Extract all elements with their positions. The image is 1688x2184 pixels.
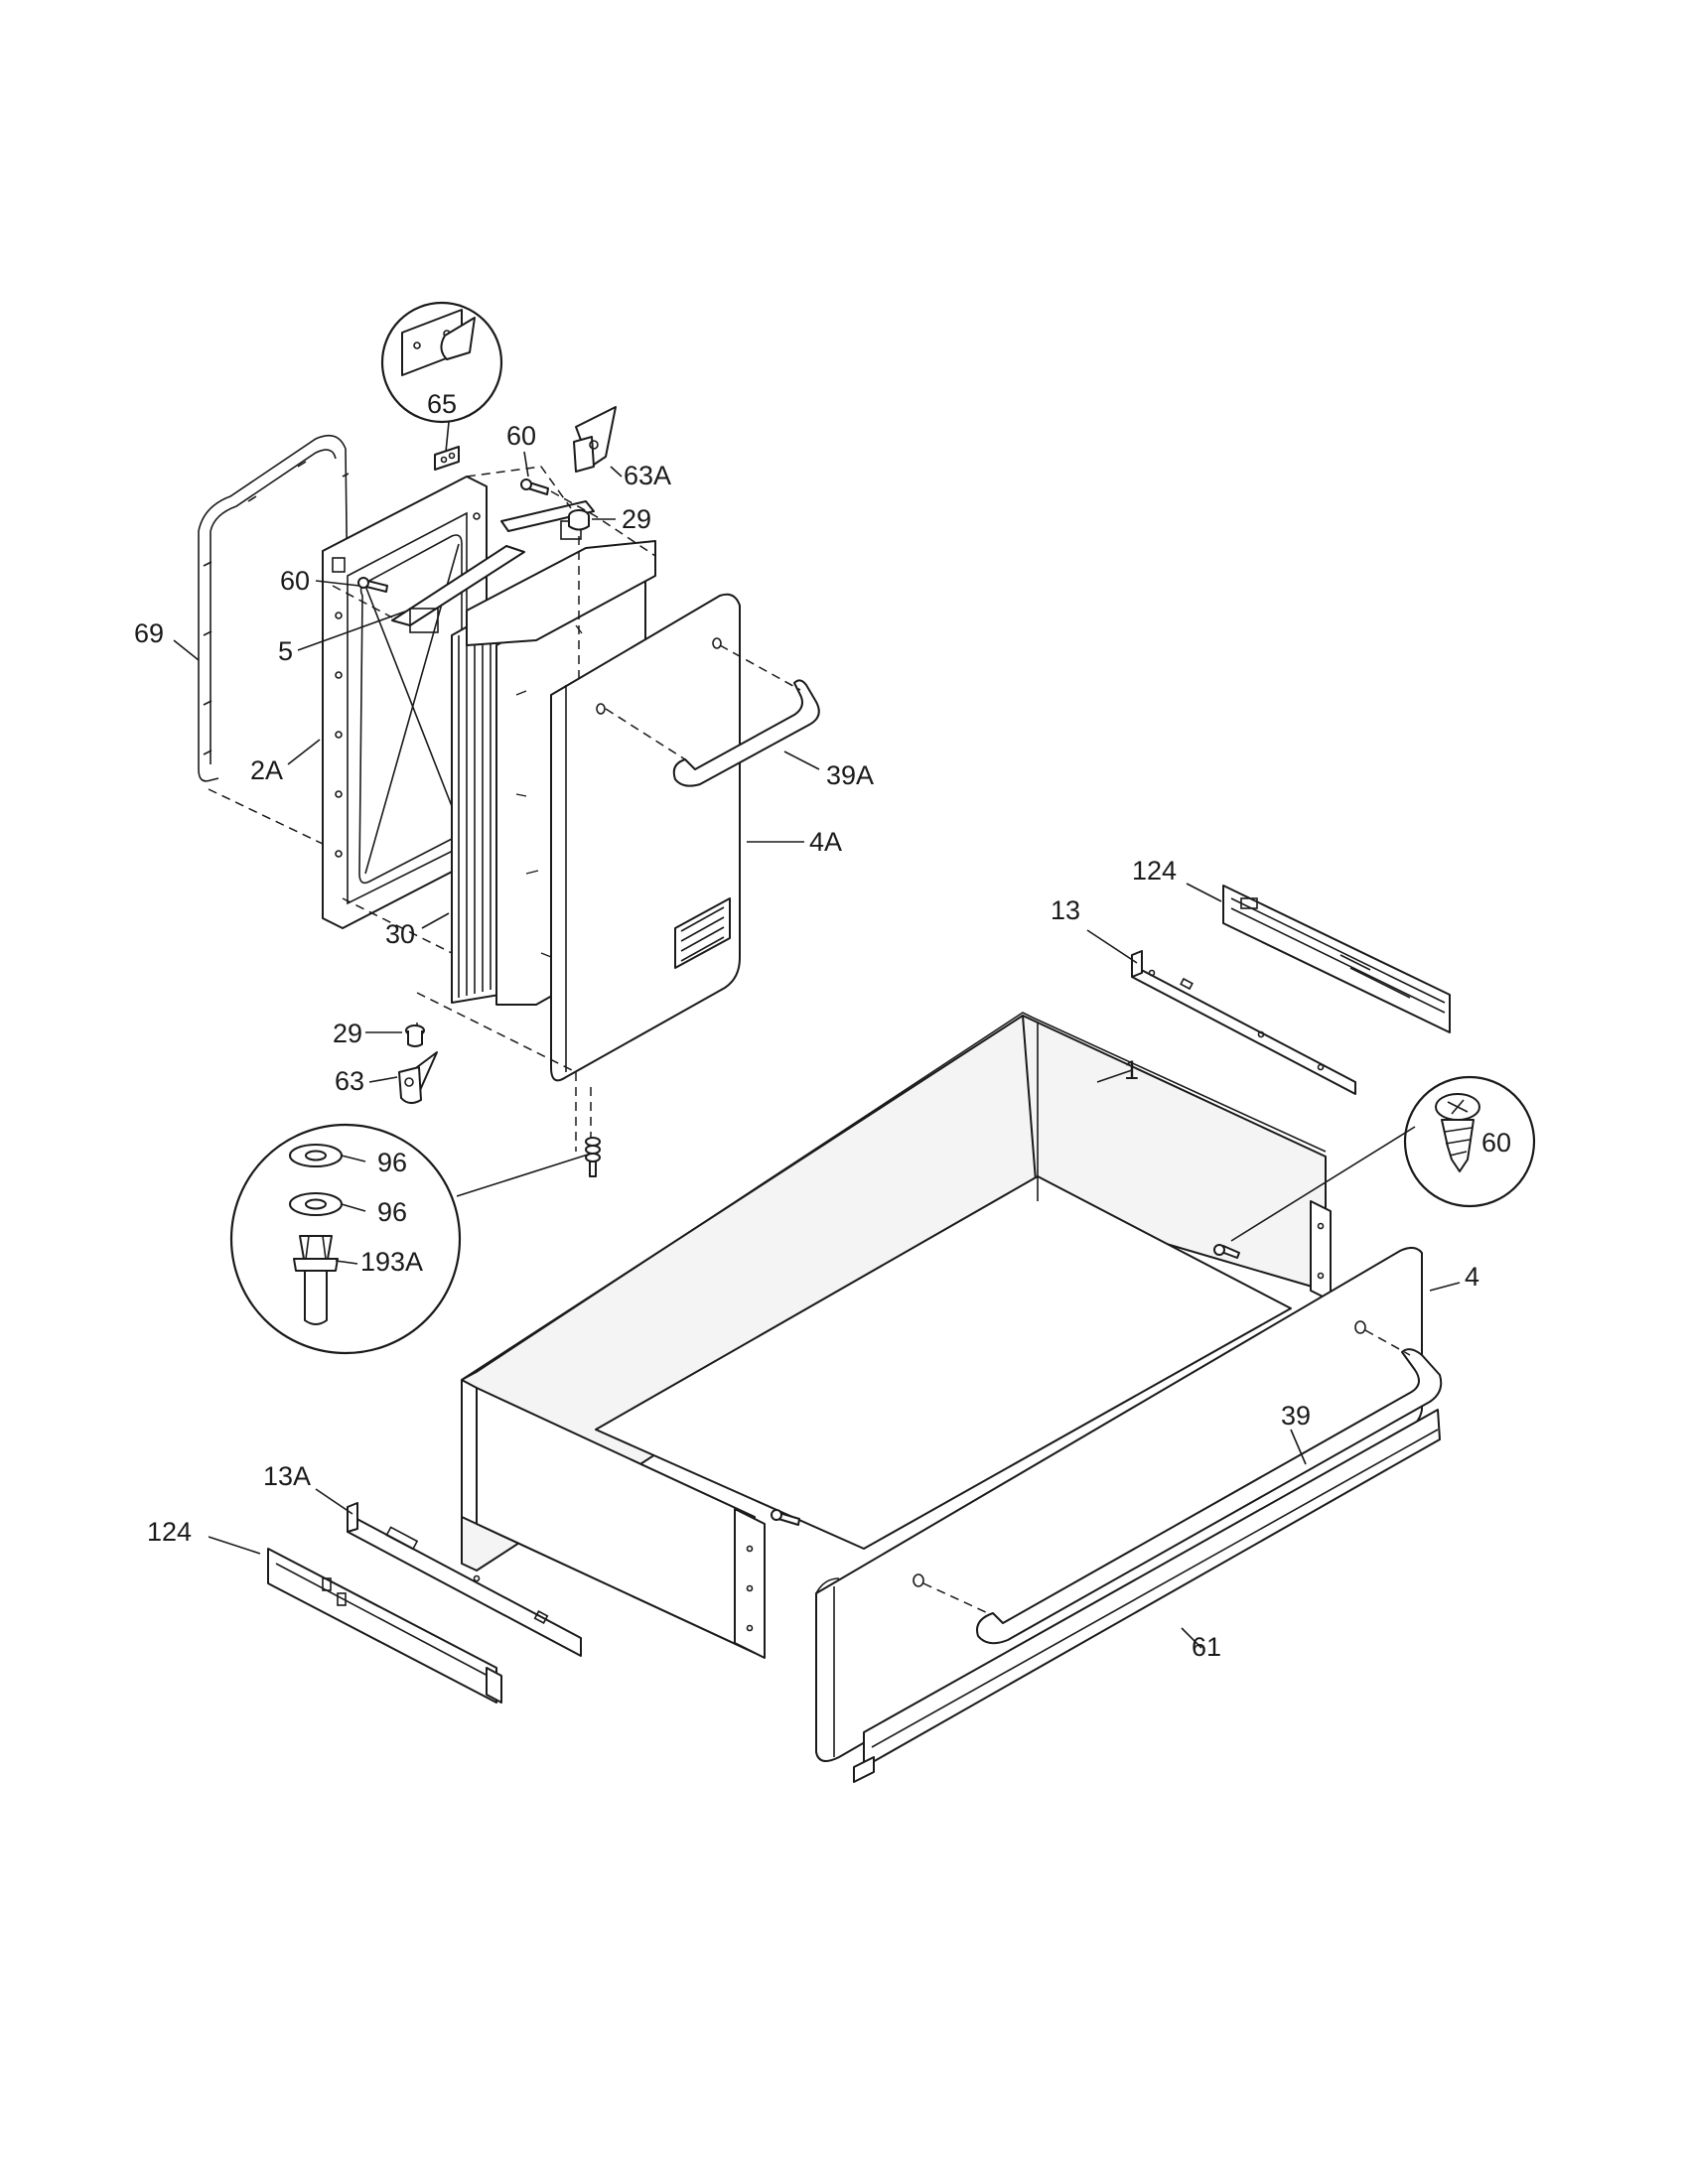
callout-labels: 65 60 63A 29 60 5 69 2A 39A 4A 30 29 63 …	[134, 389, 1511, 1662]
leader-lines	[173, 421, 1461, 1649]
bracket-65-part	[434, 446, 460, 471]
callout-60-top: 60	[506, 421, 536, 451]
screw-60-left	[357, 577, 388, 593]
callout-96-a: 96	[377, 1148, 407, 1177]
callout-61: 61	[1192, 1632, 1221, 1662]
trim-rail-61	[853, 1409, 1441, 1783]
callout-63: 63	[335, 1066, 364, 1096]
bushing-29-top	[568, 509, 590, 531]
detail-circle-96-193A	[229, 1123, 462, 1355]
bushing-29-bottom	[405, 1024, 425, 1047]
handle-39A	[605, 644, 820, 787]
drawer-slide-13	[1131, 950, 1356, 1095]
callout-63A: 63A	[624, 461, 671, 490]
detail-circle-60-screw	[1403, 1075, 1536, 1208]
callout-124-right: 124	[1132, 856, 1177, 886]
drawer-slide-124-left	[267, 1548, 502, 1704]
callout-96-b: 96	[377, 1197, 407, 1227]
callout-69: 69	[134, 618, 164, 648]
callout-60-left: 60	[280, 566, 310, 596]
callout-1: 1	[1124, 1055, 1139, 1085]
callout-13A: 13A	[263, 1461, 311, 1491]
drawer-slide-13A	[347, 1502, 582, 1657]
callout-39A: 39A	[826, 760, 874, 790]
bracket-5	[391, 500, 595, 633]
callout-39: 39	[1281, 1401, 1311, 1431]
hinge-63	[398, 1051, 438, 1104]
callout-65: 65	[427, 389, 457, 419]
callout-13: 13	[1051, 895, 1080, 925]
construction-lines-upper	[208, 466, 656, 1152]
detail-circle-65	[380, 301, 503, 424]
door-panel-4A	[550, 593, 741, 1082]
callout-5: 5	[278, 636, 293, 666]
callout-29-top: 29	[622, 504, 651, 534]
callout-193A: 193A	[360, 1247, 423, 1277]
callout-29-bottom: 29	[333, 1019, 362, 1048]
screw-60-top	[520, 478, 549, 495]
callout-60-detail: 60	[1481, 1128, 1511, 1158]
callout-4: 4	[1465, 1262, 1479, 1292]
drawer-box-1	[461, 1012, 1332, 1659]
callout-30: 30	[385, 919, 415, 949]
callout-4A: 4A	[809, 827, 842, 857]
handle-39	[922, 1329, 1443, 1645]
callout-124-left: 124	[147, 1517, 192, 1547]
callout-2A: 2A	[250, 755, 283, 785]
hinge-63A	[573, 406, 617, 473]
drawer-slide-124-right	[1222, 885, 1451, 1033]
washer-stack	[585, 1137, 601, 1177]
